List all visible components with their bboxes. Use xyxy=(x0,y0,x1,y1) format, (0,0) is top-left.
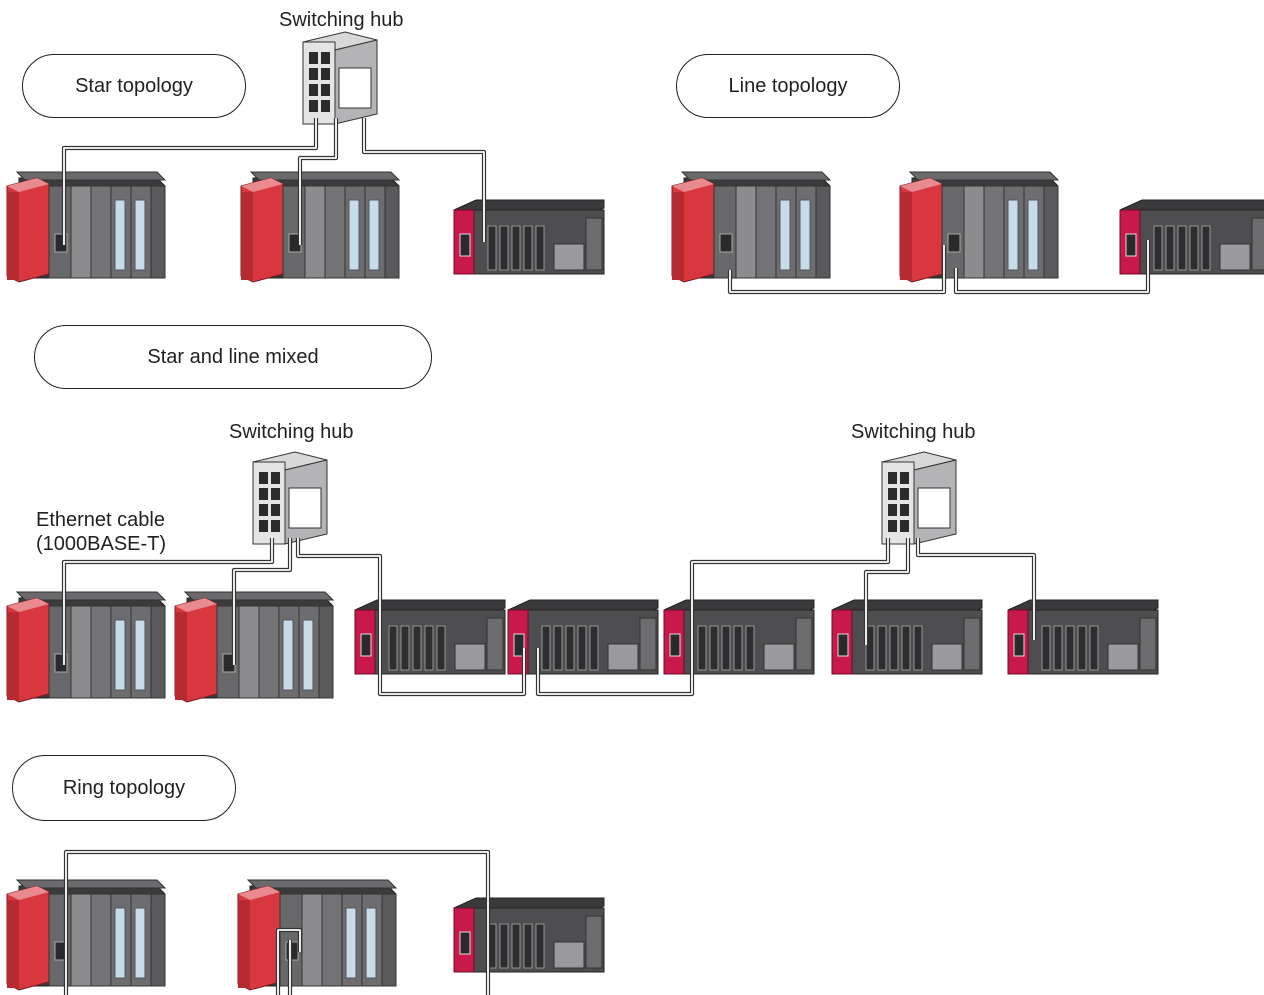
switching-hub-label-star: Switching hub xyxy=(279,9,404,31)
plc-star-3 xyxy=(453,199,605,275)
switching-hub-mixed-left xyxy=(252,451,328,545)
ring-topology-title: Ring topology xyxy=(12,755,236,821)
plc-mixed-2 xyxy=(174,591,335,703)
plc-ring-1 xyxy=(6,879,167,991)
switching-hub-label-mixed-left: Switching hub xyxy=(229,421,354,443)
star-topology-title: Star topology xyxy=(22,54,246,118)
ethernet-cable-label: Ethernet cable xyxy=(36,509,165,531)
plc-line-2 xyxy=(899,171,1060,283)
plc-line-3 xyxy=(1119,199,1264,275)
plc-mixed-7 xyxy=(1007,599,1159,675)
plc-mixed-4 xyxy=(507,599,659,675)
plc-star-2 xyxy=(240,171,401,283)
plc-ring-3 xyxy=(453,897,605,973)
plc-star-1 xyxy=(6,171,167,283)
switching-hub-label-mixed-right: Switching hub xyxy=(851,421,976,443)
mixed-topology-title: Star and line mixed xyxy=(34,325,432,389)
switching-hub-star xyxy=(302,31,378,125)
plc-mixed-6 xyxy=(831,599,983,675)
plc-mixed-3 xyxy=(354,599,506,675)
switching-hub-mixed-right xyxy=(881,451,957,545)
plc-ring-2 xyxy=(237,879,398,991)
plc-line-1 xyxy=(671,171,832,283)
plc-mixed-5 xyxy=(663,599,815,675)
ethernet-cable-spec-label: (1000BASE-T) xyxy=(36,533,167,555)
plc-mixed-1 xyxy=(6,591,167,703)
line-topology-title: Line topology xyxy=(676,54,900,118)
